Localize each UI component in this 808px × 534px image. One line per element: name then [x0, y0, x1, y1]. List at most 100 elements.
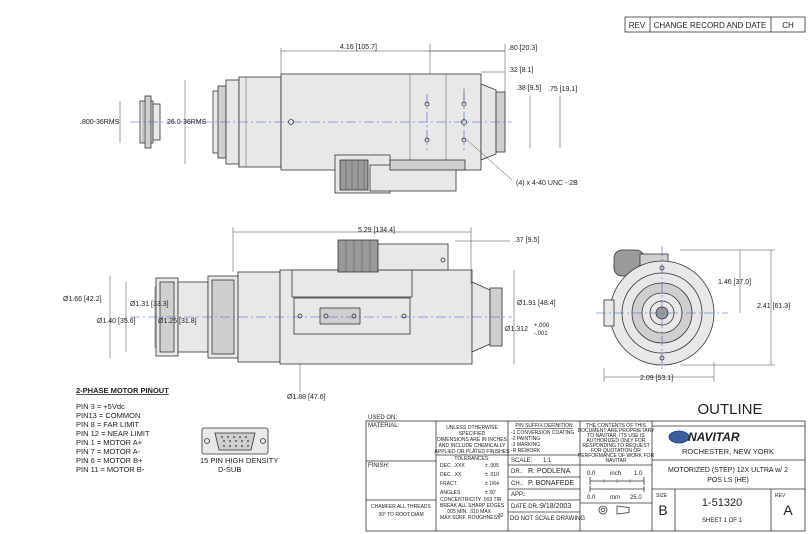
pin-row: PIN 7 = MOTOR A- [76, 447, 141, 456]
tol-label: FRACT. [440, 481, 458, 487]
scale-mm-unit: mm [610, 495, 620, 501]
dim-hole-spacing-b: .75 [19.1] [548, 86, 577, 93]
size-value: B [658, 502, 667, 518]
scale-inch-unit: inch [610, 471, 621, 477]
scale-mm-start: 0.0 [587, 495, 596, 501]
outline-title: OUTLINE [697, 401, 762, 418]
title-block: USED ON: MATERIAL: FINISH: CHAMFER ALL T… [365, 401, 806, 532]
top-view-dimensions: 4.16 [105.7] .80 [20.3] .32 [8.1] .38 [9… [80, 44, 578, 187]
unless-note: APPLIED OR PLATED FINISHES [435, 449, 511, 455]
rev-label: REV [775, 493, 786, 499]
dim-thread-small: .800-36RMS [80, 119, 120, 126]
dim-overall-length-side: 5.29 [134.4] [358, 227, 395, 234]
scale-mm-end: 25.0 [630, 495, 642, 501]
connector-label-1: 15 PIN HIGH DENSITY [200, 456, 278, 465]
pn-suffix-item: -R REWORK [511, 448, 541, 454]
description-line-1: MOTORIZED (STEP) 12X ULTRA w/ 2 [668, 467, 788, 474]
dim-overall-height: 2.41 [61.3] [757, 303, 790, 310]
change-record-title: CHANGE RECORD AND DATE [654, 21, 767, 30]
company-location: ROCHESTER, NEW YORK [682, 447, 774, 456]
concentricity-note: CONCENTRICITY .003 TIR [440, 497, 502, 503]
end-view [596, 246, 728, 372]
pinout-section: 2-PHASE MOTOR PINOUT PIN 3 = +5Vdc PIN13… [76, 386, 278, 474]
unless-note: UNLESS OTHERWISE [446, 425, 498, 431]
pin-row: PIN 11 = MOTOR B- [76, 465, 145, 474]
proprietary-note: DOCUMENT ARE PROPRIETARY [578, 428, 656, 434]
dim-overall-length-top: 4.16 [105.7] [340, 44, 377, 51]
pin-row: PIN 1 = MOTOR A+ [76, 438, 143, 447]
dim-tol-minus: -.001 [534, 331, 548, 337]
roughness-note: MAX SURF. ROUGHNESS [440, 515, 501, 521]
dim-connector-offset: .37 [9.5] [514, 237, 539, 244]
proprietary-note: AUTHORIZED ONLY FOR [587, 438, 646, 444]
tol-label: DEC. .XXX [440, 463, 465, 469]
chamfer-note: CHAMFER ALL THREADS [371, 504, 431, 510]
date-value: 9/18/2003 [540, 503, 571, 510]
connector-label-2: D-SUB [218, 465, 241, 474]
dim-dia-bottom: Ø1.88 [47.6] [287, 394, 326, 401]
roughness-value: 32 [498, 513, 504, 519]
tol-label: ANGLES [440, 490, 461, 496]
dim-end-length: .80 [20.3] [508, 45, 537, 52]
dim-height-to-axis: 1.46 [37.0] [718, 279, 751, 286]
pin-row: PIN 12 = NEAR LIMIT [76, 429, 150, 438]
scale-bar-icon [589, 477, 645, 492]
tol-value: ± 1/64 [485, 481, 499, 487]
do-not-scale: DO NOT SCALE DRAWING [510, 516, 585, 522]
company-logo-text: NAVITAR [688, 430, 740, 444]
pin-row: PIN13 = COMMON [76, 411, 140, 420]
tol-label: DEC. .XX [440, 472, 462, 478]
tol-value: ± .010 [485, 472, 499, 478]
dim-dia-a: Ø1.31 [33.3] [130, 301, 169, 308]
dsub-connector-icon [201, 427, 269, 455]
size-label: SIZE [656, 493, 668, 499]
pn-suffix-item: -3 MARKING [511, 442, 540, 448]
dim-hole-offset: .32 [8.1] [508, 67, 533, 74]
side-view [130, 239, 512, 365]
proprietary-note: PERFORMANCE OF WORK FOR [578, 453, 655, 459]
dim-thread-large: 26.0-36RMS [167, 119, 207, 126]
drawing-number: 1-51320 [702, 497, 742, 509]
proprietary-note: NAVITAR [606, 458, 627, 464]
dim-dia-c: Ø1.25 [31.8] [158, 318, 197, 325]
scale-label: SCALE: [511, 458, 533, 464]
pin-row: PIN 6 = MOTOR B+ [76, 456, 143, 465]
pn-suffix-item: -2 PAINTING [511, 436, 540, 442]
dim-dia-b: Ø1.40 [35.6] [97, 318, 136, 325]
navitar-logo-icon: NAVITAR [668, 430, 740, 444]
pn-suffix-title: P/N SUFFIX DEFINITION [515, 423, 573, 429]
rev-header: REV [629, 21, 646, 30]
pn-suffix-item: -1 CONVERSION COATING [511, 430, 574, 436]
dim-tol-plus: +.000 [534, 323, 550, 329]
pin-row: PIN 3 = +5Vdc [76, 402, 125, 411]
dr-value: R. PODLENA [528, 468, 571, 475]
dim-dia-outer: Ø1.66 [42.2] [63, 296, 102, 303]
pin-row: PIN 8 = FAR LIMIT [76, 420, 140, 429]
tolerances-title: TOLERANCES: [454, 456, 489, 462]
app-label: APP.: [511, 492, 526, 498]
finish-label: FINISH: [368, 463, 390, 469]
holes-callout: (4) x 4-40 UNC - 2B [516, 180, 578, 187]
ch-header: CH [782, 21, 794, 30]
rev-value: A [783, 502, 793, 518]
top-view [130, 73, 512, 194]
ch-label: CH.: [511, 481, 523, 487]
change-record-box: REV CHANGE RECORD AND DATE CH [624, 16, 806, 33]
scale-value: 1:1 [543, 458, 552, 464]
material-label: MATERIAL: [368, 423, 400, 429]
break-edges-note: BREAK ALL SHARP EDGES [440, 503, 505, 509]
used-on-label: USED ON: [368, 415, 397, 421]
dim-hole-spacing-a: .38 [9.5] [516, 85, 541, 92]
end-view-dimensions: 1.46 [37.0] 2.41 [61.3] 2.09 [53.1] [603, 249, 790, 382]
date-label: DATE DR.: [511, 504, 541, 510]
side-view-dimensions: 5.29 [134.4] .37 [9.5] Ø1.66 [42.2] Ø1.3… [63, 227, 556, 401]
sheet-label: SHEET 1 OF 1 [702, 518, 743, 524]
tol-value: ± 30' [485, 490, 496, 496]
tol-value: ± .005 [485, 463, 499, 469]
proprietary-note: FOR QUOTATION OR [591, 448, 641, 454]
description-line-2: POS LS (HE) [707, 477, 749, 484]
dr-label: DR.: [511, 469, 523, 475]
break-edges-note-2: .005 MIN. .010 MAX [446, 509, 492, 515]
scale-inch-start: 0.0 [587, 471, 596, 477]
